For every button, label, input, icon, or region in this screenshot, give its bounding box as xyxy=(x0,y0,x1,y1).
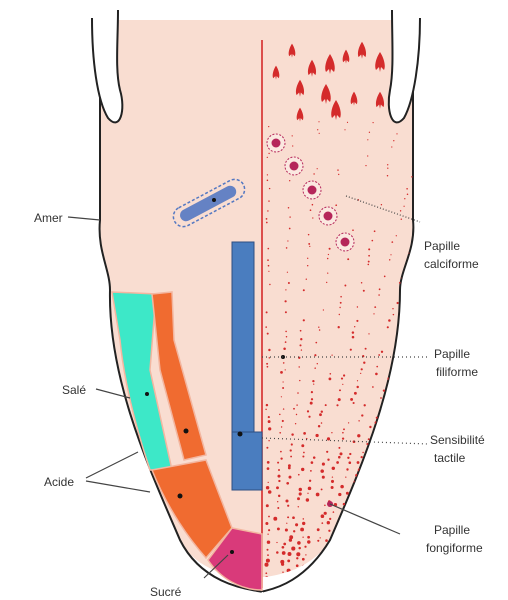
label-filiform-2: filiforme xyxy=(436,365,478,379)
label-bitter: Amer xyxy=(34,211,63,225)
label-fungiform-2: fongiforme xyxy=(426,541,483,555)
label-sweet: Sucré xyxy=(150,585,182,599)
label-salty: Salé xyxy=(62,383,86,397)
left-fold xyxy=(92,10,122,122)
label-sour: Acide xyxy=(44,475,74,489)
right-fold xyxy=(389,10,420,122)
label-tactile-1: Sensibilité xyxy=(430,433,485,447)
label-circumvallate-2: calciforme xyxy=(424,257,479,271)
label-tactile-2: tactile xyxy=(434,451,466,465)
label-fungiform-1: Papille xyxy=(434,523,470,537)
label-circumvallate-1: Papille xyxy=(424,239,460,253)
label-filiform-1: Papille xyxy=(434,347,470,361)
